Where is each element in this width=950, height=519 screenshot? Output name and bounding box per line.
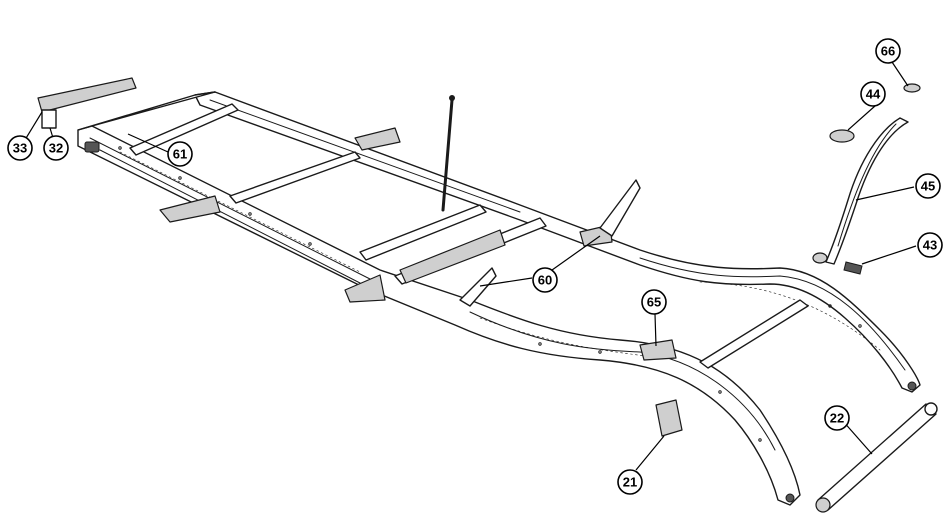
callout-61: 61 xyxy=(167,141,193,167)
callout-22-label: 22 xyxy=(830,411,844,426)
callout-66: 66 xyxy=(875,38,901,64)
callout-22: 22 xyxy=(824,405,850,431)
callout-45: 45 xyxy=(915,173,941,199)
callout-60-label: 60 xyxy=(538,273,552,288)
callout-45-label: 45 xyxy=(921,179,935,194)
callout-21: 21 xyxy=(617,469,643,495)
callout-44-label: 44 xyxy=(866,87,881,102)
callout-32-label: 32 xyxy=(49,141,63,156)
callout-65: 65 xyxy=(641,289,667,315)
callout-32: 32 xyxy=(43,135,69,161)
callout-43-label: 43 xyxy=(923,238,937,253)
callout-66-label: 66 xyxy=(881,44,895,59)
callout-60: 60 xyxy=(532,267,558,293)
callout-21-label: 21 xyxy=(623,475,637,490)
chassis-frame xyxy=(77,91,921,506)
callout-43: 43 xyxy=(917,232,943,258)
callout-65-label: 65 xyxy=(647,295,661,310)
callout-61-label: 61 xyxy=(173,147,187,162)
rear-spring-assembly xyxy=(812,83,921,275)
rear-tube xyxy=(815,402,938,513)
callout-44: 44 xyxy=(860,81,886,107)
callout-33-label: 33 xyxy=(13,141,27,156)
leader-lines xyxy=(19,61,917,471)
front-bumper-bracket xyxy=(37,77,137,129)
callout-33: 33 xyxy=(7,135,33,161)
